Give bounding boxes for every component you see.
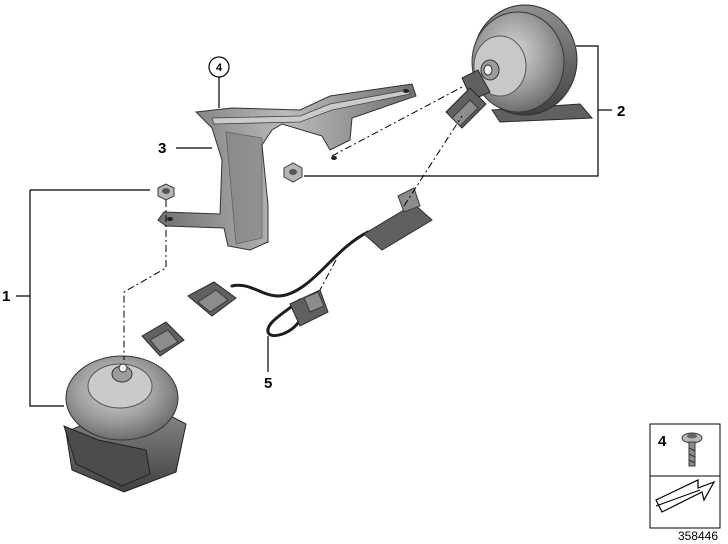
lower-horn <box>63 321 187 493</box>
callout-1: 1 <box>2 288 10 305</box>
wiring-harness <box>187 187 433 337</box>
screw-icon <box>681 432 703 467</box>
callout-4-circle: 4 <box>208 56 230 78</box>
arrow-icon <box>655 479 716 513</box>
upper-horn <box>445 4 594 129</box>
nut-upper <box>283 162 303 183</box>
reference-number: 358446 <box>678 529 718 543</box>
horn-bracket <box>157 83 417 251</box>
assembly-lines <box>123 85 465 360</box>
callout-3: 3 <box>158 140 166 157</box>
legend-box: 4 <box>649 423 721 529</box>
callout-4: 4 <box>216 62 223 74</box>
nut-lower <box>157 183 175 201</box>
callout-5: 5 <box>264 375 272 392</box>
leader-lines <box>16 45 612 407</box>
legend-item-number: 4 <box>658 433 667 450</box>
callout-2: 2 <box>617 103 625 120</box>
